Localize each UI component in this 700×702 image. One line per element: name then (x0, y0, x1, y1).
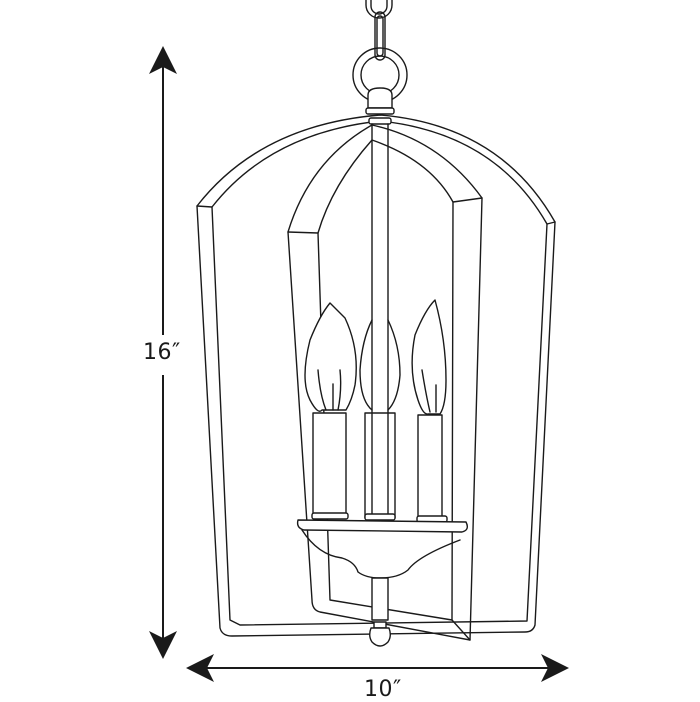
height-dimension-label: 16″ (141, 338, 183, 368)
width-dimension-label: 10″ (360, 679, 406, 701)
center-rod (368, 117, 392, 516)
canopy-cap-icon (365, 87, 395, 115)
candle-right (411, 299, 447, 519)
bobeche-bowl (296, 512, 469, 621)
inner-frame (287, 124, 483, 641)
candle-left (304, 302, 357, 519)
candle-center (359, 319, 401, 519)
chain-icon (365, 0, 393, 61)
bottom-finial-icon (369, 621, 391, 647)
outer-frame (196, 114, 556, 637)
